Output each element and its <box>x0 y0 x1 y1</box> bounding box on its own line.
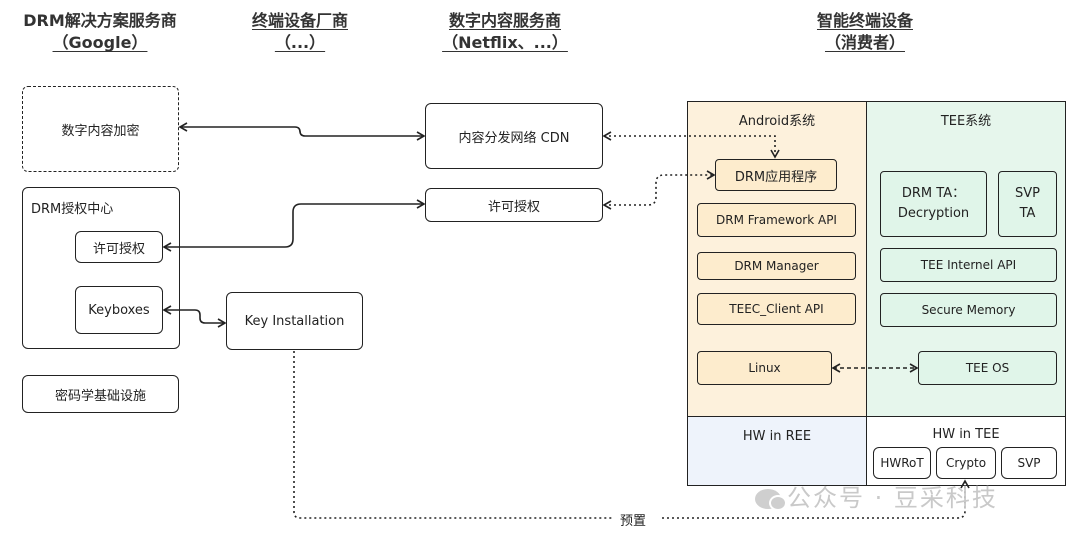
tee-os-box: TEE OS <box>918 351 1057 385</box>
hw-ree-panel: HW in REE <box>687 416 867 486</box>
license-center-label: DRM授权中心 <box>31 202 114 217</box>
pki-box: 密码学基础设施 <box>22 375 179 413</box>
hwrot-box: HWRoT <box>873 447 931 479</box>
encrypt-cdn-connector <box>178 122 426 141</box>
keyboxes-box: Keyboxes <box>75 286 163 334</box>
hw-ree-label: HW in REE <box>742 429 812 444</box>
drm-framework-box: DRM Framework API <box>697 203 856 237</box>
header-drm-provider: DRM解决方案服务商 （Google） <box>23 11 177 52</box>
drm-app-box: DRM应用程序 <box>715 159 837 191</box>
license-app-connector <box>602 170 716 210</box>
tee-internal-api-box: TEE Internel API <box>880 248 1057 282</box>
content-encryption-box: 数字内容加密 <box>22 86 179 172</box>
watermark: 公众号 · 豆采科技 <box>755 478 998 513</box>
drm-ta-box: DRM TA：Decryption <box>880 171 987 237</box>
wechat-icon <box>755 489 787 511</box>
keyboxes-keyinstall-connector <box>162 305 227 328</box>
cdn-box: 内容分发网络 CDN <box>425 103 603 169</box>
tee-title: TEE系统 <box>940 114 992 129</box>
cdn-app-connector <box>602 131 780 159</box>
hw-tee-label: HW in TEE <box>932 427 1000 442</box>
license-connector <box>162 199 426 252</box>
android-title: Android系统 <box>738 114 816 129</box>
key-installation-box: Key Installation <box>226 292 363 350</box>
drm-manager-box: DRM Manager <box>697 252 856 280</box>
header-content-provider: 数字内容服务商 （Netflix、...） <box>442 11 568 52</box>
secure-memory-box: Secure Memory <box>880 293 1057 327</box>
preset-label: 预置 <box>620 514 647 529</box>
svp-hw-box: SVP <box>1001 447 1057 479</box>
license-box: 许可授权 <box>425 188 603 222</box>
preset-connector <box>293 351 965 519</box>
svp-ta-box: SVP TA <box>998 171 1057 237</box>
teec-client-box: TEEC_Client API <box>697 293 856 325</box>
header-oem: 终端设备厂商 （...） <box>251 11 348 52</box>
header-device: 智能终端设备 （消费者） <box>816 11 913 52</box>
